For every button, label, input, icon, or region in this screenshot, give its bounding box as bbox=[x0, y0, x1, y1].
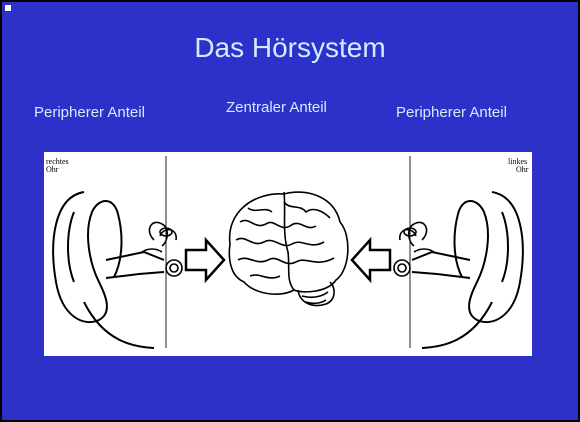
inner-ear-left bbox=[142, 222, 182, 276]
inner-ear-right bbox=[394, 222, 434, 276]
slide-title: Das Hörsystem bbox=[2, 32, 578, 64]
label-peripheral-left: Peripherer Anteil bbox=[34, 104, 145, 121]
label-peripheral-right: Peripherer Anteil bbox=[396, 104, 507, 121]
brain-drawing bbox=[229, 192, 348, 305]
left-ear-label: linkes Ohr bbox=[508, 157, 529, 174]
label-central: Zentraler Anteil bbox=[226, 99, 327, 116]
auditory-system-figure: rechtes Ohr linkes Ohr bbox=[44, 152, 532, 356]
corner-mark bbox=[5, 5, 11, 11]
outer-ear-left bbox=[53, 192, 154, 348]
arrow-right bbox=[186, 240, 224, 280]
arrow-left bbox=[352, 240, 390, 280]
right-ear-label: rechtes Ohr bbox=[46, 157, 71, 174]
auditory-system-drawing: rechtes Ohr linkes Ohr bbox=[44, 152, 532, 356]
outer-ear-right bbox=[422, 192, 523, 348]
